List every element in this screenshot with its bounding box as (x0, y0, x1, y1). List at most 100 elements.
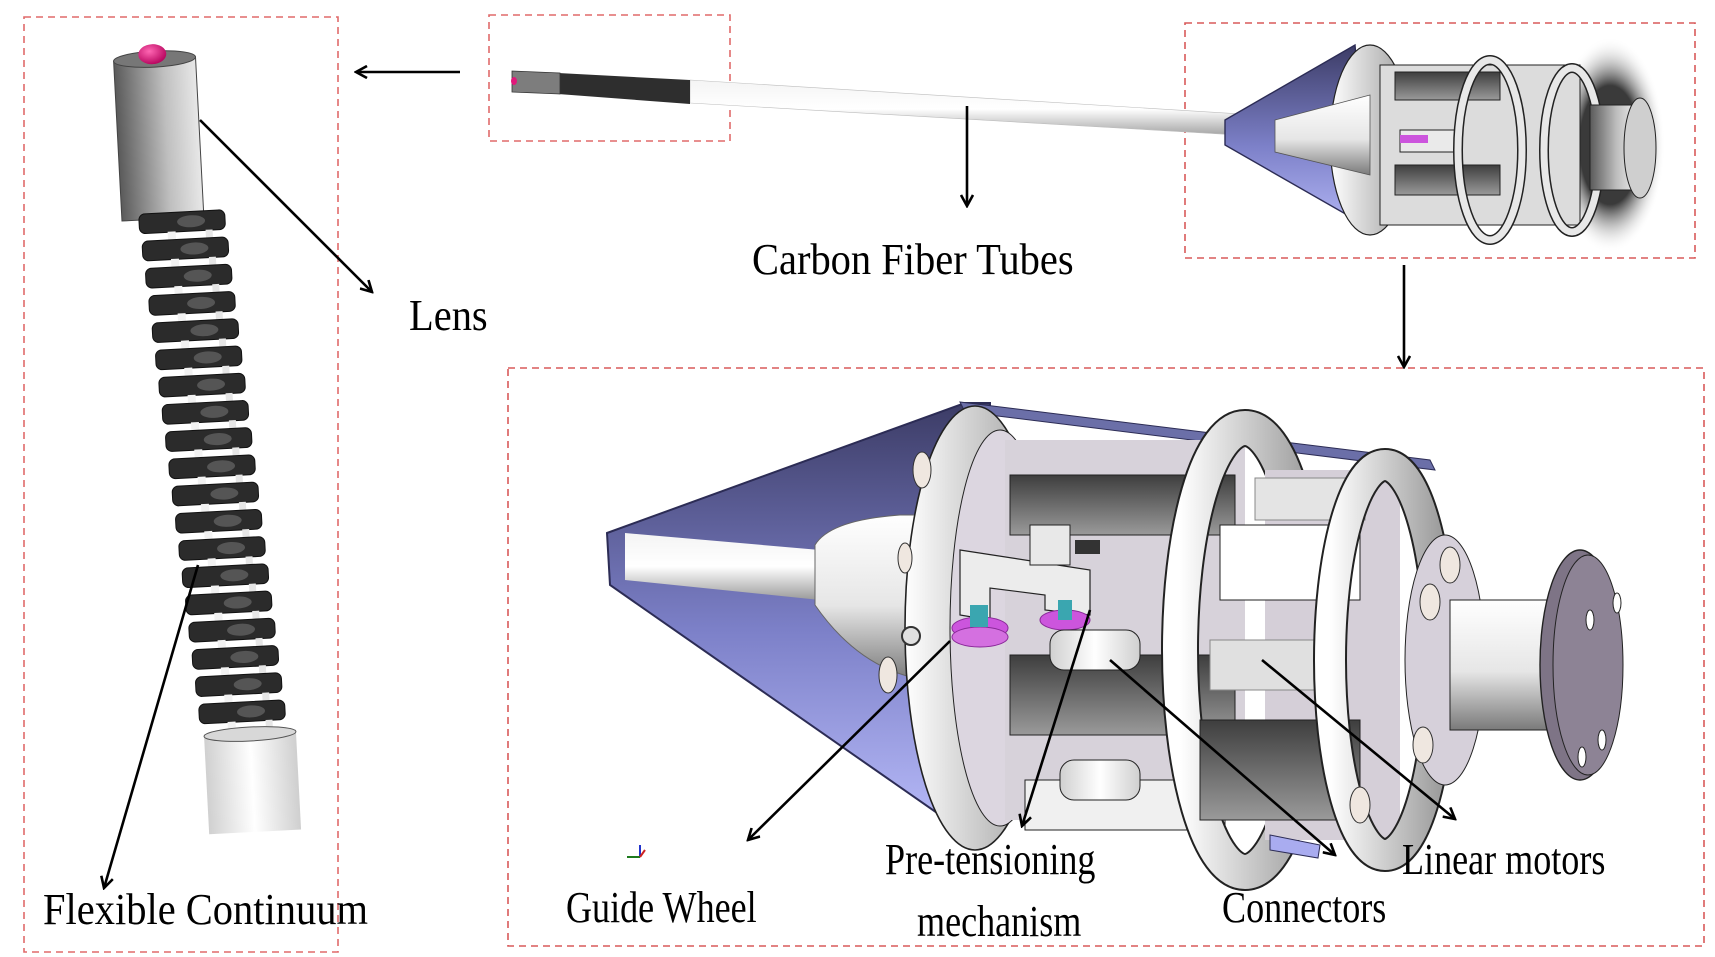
arrow-flexible-continuum (104, 564, 200, 888)
segment-pin (262, 692, 270, 701)
segment-pin (258, 665, 267, 674)
segment-pin (255, 637, 263, 647)
guide-wheel-axle-right (1058, 600, 1072, 620)
label-pre-tensioning-line2: mechanism (917, 897, 1082, 946)
middle-ring-face-mini (1454, 56, 1526, 244)
segment-slot (223, 596, 252, 609)
label-lens: Lens (409, 291, 488, 340)
segment-pin (170, 258, 180, 268)
tension-spring (1075, 540, 1100, 554)
segment-slot (217, 541, 246, 555)
panel-drive-unit-detail-border (507, 367, 1705, 947)
segment-pin (174, 285, 183, 295)
arrow-linear-motors (1261, 658, 1455, 819)
segment-pin (248, 583, 257, 593)
segment-slot (197, 378, 226, 391)
carbon-fiber-tube (689, 79, 1291, 139)
housing-bottom-clip (1269, 834, 1321, 859)
segment-slot (220, 569, 249, 582)
frame-bar-bottom-mini (1394, 164, 1501, 196)
label-linear-motors: Linear motors (1402, 835, 1606, 884)
segment-pin (214, 612, 223, 622)
segment-slot (187, 296, 216, 309)
segment-pin (187, 394, 197, 404)
motor-end-flange-face (1552, 554, 1624, 776)
segment-pin (210, 585, 220, 595)
bolt-head (1412, 726, 1434, 764)
drive-unit-detail-illustration (605, 401, 1624, 891)
segment-pin (238, 501, 247, 511)
flexible-continuum-illustration (113, 44, 302, 835)
arrow-guide-wheel (748, 640, 951, 840)
guide-wheel-mini (1400, 135, 1428, 143)
carbon-fiber-tube-detail (625, 533, 820, 600)
bolt-head (1349, 786, 1371, 824)
arrow-connectors (1109, 659, 1335, 855)
label-pre-tensioning-line1: Pre-tensioning (885, 835, 1096, 884)
base-tube (203, 729, 302, 835)
segment-pin (190, 421, 200, 431)
segment-pin (224, 694, 233, 703)
segment-pin (218, 338, 227, 347)
label-flexible-continuum: Flexible Continuum (43, 885, 368, 934)
segment-pin (212, 283, 220, 293)
segment-pin (228, 420, 237, 429)
panel-tip-overview-border (488, 14, 731, 142)
arrow-lens (199, 119, 372, 292)
segment-slot (200, 405, 229, 418)
bolt-head (1439, 546, 1461, 584)
lens-housing-cylinder (113, 56, 205, 222)
flange-hole (1597, 729, 1607, 751)
segment-pin (200, 503, 210, 513)
segment-slot (180, 242, 209, 255)
label-carbon-fiber-tubes: Carbon Fiber Tubes (752, 235, 1074, 284)
flange-hole (1612, 592, 1622, 614)
segment-pin (245, 556, 253, 565)
segment-slot (203, 433, 232, 446)
segment-pin (252, 610, 260, 620)
segment-slot (190, 324, 219, 337)
segment-pin (180, 340, 190, 349)
coordinate-triad-icon (627, 845, 646, 858)
pre-tensioning-post (1029, 524, 1071, 566)
drive-unit-overview-illustration (1224, 37, 1665, 253)
segment-pin (242, 528, 250, 538)
segment-pin (197, 476, 206, 486)
frame-bar-top-mini (1394, 71, 1501, 101)
base-tube-rim (203, 726, 297, 742)
segment-pin (207, 558, 216, 567)
continuum-segments (138, 209, 286, 731)
nose-cone-mini (1274, 94, 1371, 176)
segment-pin (217, 639, 226, 649)
segment-pin (265, 719, 273, 729)
segment-pin (220, 667, 230, 676)
segment-pin (204, 530, 213, 540)
arrow-pre-tensioning (1022, 609, 1092, 826)
segment-slot (177, 215, 206, 228)
segment-slot (183, 269, 212, 282)
segment-slot (193, 351, 222, 364)
segment-pin (177, 313, 187, 322)
guide-wheel-axle-left (970, 605, 988, 627)
tip-lens-mini (511, 77, 517, 85)
segment-pin (194, 449, 203, 458)
flange-hole (1585, 609, 1595, 631)
bolt-head (897, 542, 913, 574)
panel-flexible-continuum-border (23, 16, 339, 953)
segment-slot (207, 460, 236, 473)
label-connectors: Connectors (1222, 883, 1387, 932)
segment-pin (205, 229, 213, 239)
segment-pin (184, 367, 193, 377)
label-guide-wheel: Guide Wheel (566, 883, 757, 932)
flange-hole (1577, 746, 1587, 768)
segment-pin (215, 311, 223, 320)
segment-slot (230, 650, 259, 664)
segment-pin (235, 474, 243, 484)
bolt-head (878, 656, 898, 694)
socket-screw (901, 626, 921, 646)
bolt-head (912, 451, 932, 489)
connector-cylinder (1049, 629, 1141, 671)
segment-pin (232, 447, 240, 456)
tip-lens-housing-mini (511, 70, 561, 95)
